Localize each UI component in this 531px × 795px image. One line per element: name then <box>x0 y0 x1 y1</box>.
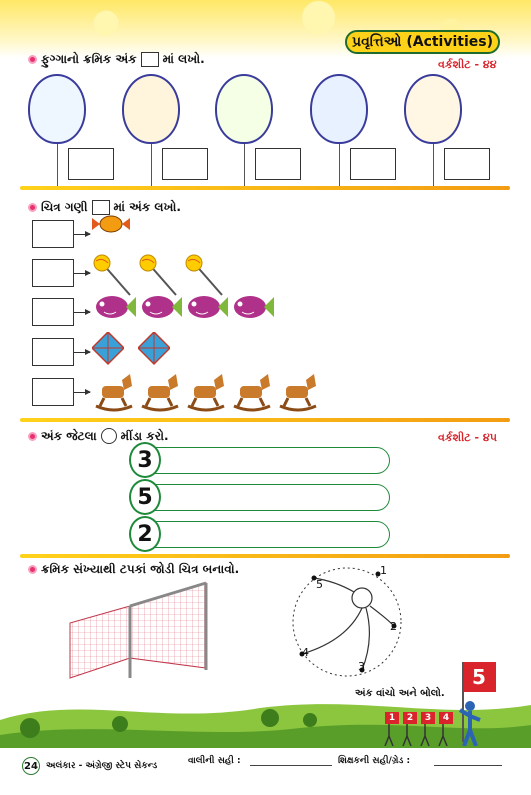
dot-label-2: 2 <box>390 620 397 633</box>
flag-number: 5 <box>472 665 486 689</box>
dot-label-1: 1 <box>380 564 387 577</box>
candy-icon <box>92 214 130 238</box>
count-answer-box[interactable] <box>32 220 74 248</box>
balloon-string <box>57 144 58 188</box>
arrow-icon <box>74 309 91 315</box>
number-circle: 2 <box>129 516 161 552</box>
kid-board-4: 4 <box>439 712 453 724</box>
teacher-sign-label: શિક્ષકની સહી/ગ્રેડ : <box>338 756 411 766</box>
section3-title: અંક જેટલા મીંડા કરો. <box>28 428 169 444</box>
lollipop-icon <box>92 253 132 301</box>
rocking-horse-icon <box>92 372 136 416</box>
inline-box-icon <box>91 200 110 215</box>
balloon-icon <box>310 74 368 144</box>
kid-board-1: 1 <box>385 712 399 724</box>
section-divider <box>20 554 510 558</box>
number-circle: 3 <box>129 442 161 478</box>
section2-title: ચિત્ર ગણી માં અંક લખો. <box>28 200 181 215</box>
balloon-icon <box>28 74 86 144</box>
dot-label-3: 3 <box>358 660 365 673</box>
page-number: 24 <box>22 757 40 775</box>
rocking-horse-icon <box>276 372 320 416</box>
lollipop-icon <box>184 253 224 301</box>
bullet-icon <box>28 203 37 212</box>
arrow-icon <box>74 389 91 395</box>
teacher-sign-line[interactable] <box>434 765 502 766</box>
section1-title-part2: માં લખો. <box>162 52 205 66</box>
activities-label: પ્રવૃત્તિઓ (Activities) <box>351 34 494 50</box>
balloon-answer-box[interactable] <box>350 148 396 180</box>
dot-label-4: 4 <box>302 646 309 659</box>
kids-figures-icon <box>384 724 448 746</box>
section2-title-part2: માં અંક લખો. <box>113 200 181 214</box>
goal-net-icon <box>69 581 208 679</box>
arrow-icon <box>74 270 91 276</box>
count-answer-box[interactable] <box>32 338 74 366</box>
activities-badge: પ્રવૃત્તિઓ (Activities) <box>345 30 500 54</box>
bullet-icon <box>28 55 37 64</box>
balloon-string <box>244 144 245 188</box>
footer: 24 અલંકાર - અંગ્રેજી સ્ટેપ સેકન્ડ વાલીની… <box>0 748 531 795</box>
kid-board-2: 2 <box>403 712 417 724</box>
inline-box-icon <box>140 52 159 67</box>
section3-title-part2: મીંડા કરો. <box>120 428 169 443</box>
worksheet-44-label: વર્કશીટ - ૪૪ <box>438 58 497 71</box>
rocking-horse-icon <box>138 372 182 416</box>
flag-pole <box>462 662 464 742</box>
count-answer-box[interactable] <box>32 298 74 326</box>
teacher-figure-icon <box>458 701 481 746</box>
balloon-answer-box[interactable] <box>68 148 114 180</box>
read-and-say-text: અંક વાંચો અને બોલો. <box>355 688 445 699</box>
section3-title-part1: અંક જેટલા <box>41 428 97 443</box>
balloon-answer-box[interactable] <box>162 148 208 180</box>
bullet-icon <box>28 431 37 441</box>
flag-icon: 5 <box>462 662 496 692</box>
kid-board-3: 3 <box>421 712 435 724</box>
kids-number-boards: 1 2 3 4 <box>385 712 453 724</box>
count-answer-box[interactable] <box>32 378 74 406</box>
rocking-horse-icon <box>184 372 228 416</box>
balloon-icon <box>122 74 180 144</box>
fish-icon <box>184 292 228 326</box>
arrow-icon <box>74 231 91 237</box>
balloon-icon <box>404 74 462 144</box>
section4-title-text: ક્રમિક સંખ્યાથી ટપકાં જોડી ચિત્ર બનાવો. <box>41 562 240 576</box>
balloon-answer-box[interactable] <box>255 148 301 180</box>
section4-title: ક્રમિક સંખ્યાથી ટપકાં જોડી ચિત્ર બનાવો. <box>28 562 239 577</box>
arrow-icon <box>74 349 91 355</box>
section1-title: ફુગ્ગાનો ક્રમિક અંક માં લખો. <box>28 52 205 67</box>
bullet-icon <box>28 565 37 574</box>
parent-sign-label: વાલીની સહી : <box>188 756 241 766</box>
balloon-answer-box[interactable] <box>444 148 490 180</box>
section2-title-part1: ચિત્ર ગણી <box>41 200 88 214</box>
number-circle: 5 <box>129 479 161 515</box>
fish-icon <box>138 292 182 326</box>
book-title: અલંકાર - અંગ્રેજી સ્ટેપ સેકન્ડ <box>46 761 158 771</box>
lollipop-icon <box>138 253 178 301</box>
rocking-horse-icon <box>230 372 274 416</box>
balloon-string <box>151 144 152 188</box>
number-row-3[interactable]: 2 <box>129 516 390 552</box>
dot-to-dot-ball <box>292 567 402 677</box>
kite-icon <box>90 330 126 372</box>
balloon-string <box>433 144 434 188</box>
section-divider <box>20 418 510 422</box>
number-row-1[interactable]: 3 <box>129 442 390 478</box>
fish-icon <box>92 292 136 326</box>
balloon-icon <box>215 74 273 144</box>
balloon-string <box>339 144 340 188</box>
kite-icon <box>136 330 172 372</box>
parent-sign-line[interactable] <box>250 765 332 766</box>
inline-circle-icon <box>100 428 117 444</box>
dot-label-5: 5 <box>316 578 323 591</box>
section1-title-part1: ફુગ્ગાનો ક્રમિક અંક <box>41 52 137 66</box>
number-row-2[interactable]: 5 <box>129 479 390 515</box>
section-divider <box>20 186 510 190</box>
count-answer-box[interactable] <box>32 259 74 287</box>
fish-icon <box>230 292 274 326</box>
worksheet-45-label: વર્કશીટ - ૪૫ <box>438 431 497 444</box>
